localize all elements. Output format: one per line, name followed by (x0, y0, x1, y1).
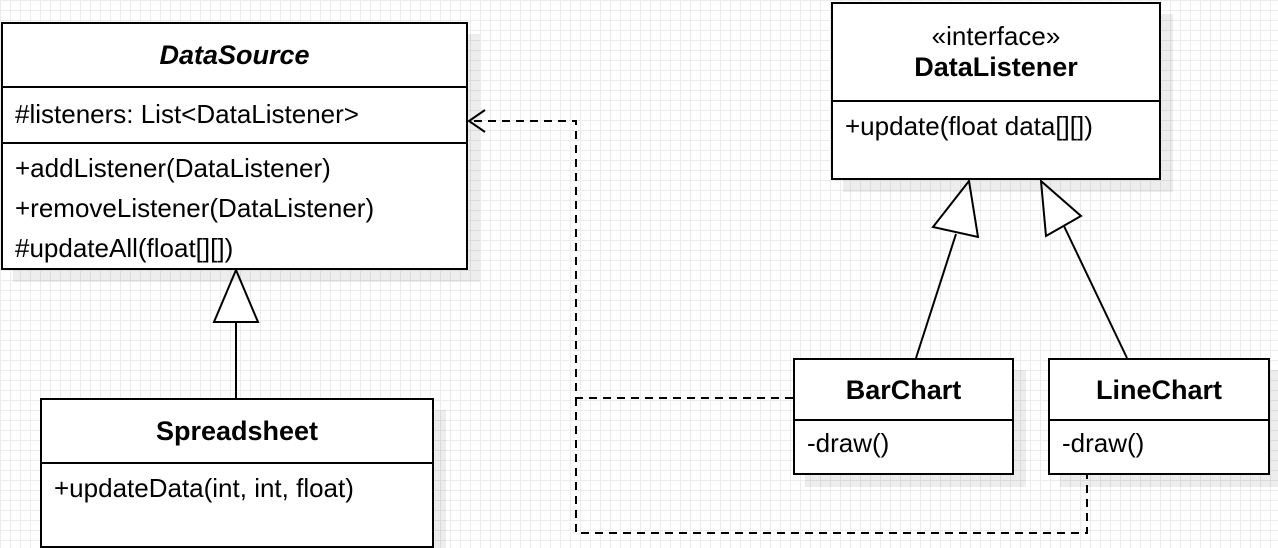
method-draw-linechart: -draw() (1062, 428, 1145, 458)
method-draw-barchart: -draw() (807, 428, 890, 458)
class-spreadsheet-header: Spreadsheet (42, 400, 432, 462)
dependency-line-charts (470, 120, 1088, 534)
class-barchart-header: BarChart (795, 360, 1012, 419)
method-addlistener: +addListener(DataListener) (15, 153, 331, 183)
attribute-listeners: #listeners: List<DataListener> (15, 99, 359, 129)
class-barchart[interactable]: BarChart -draw() (793, 358, 1014, 475)
class-linechart-header: LineChart (1050, 360, 1268, 419)
realization-line-linechart (1062, 223, 1128, 359)
class-datalistener-name: DataListener (914, 52, 1078, 82)
class-linechart[interactable]: LineChart -draw() (1048, 358, 1270, 475)
class-datalistener-methods: +update(float data[][]) (833, 100, 1159, 178)
realization-line-barchart (915, 233, 957, 359)
class-datalistener[interactable]: «interface» DataListener +update(float d… (831, 2, 1161, 180)
class-datalistener-header: «interface» DataListener (833, 4, 1159, 100)
class-datasource[interactable]: DataSource #listeners: List<DataListener… (1, 22, 468, 270)
class-linechart-methods: -draw() (1050, 419, 1268, 473)
class-spreadsheet[interactable]: Spreadsheet +updateData(int, int, float) (40, 398, 434, 548)
method-updateall: #updateAll(float[][]) (15, 233, 234, 263)
method-removelistener: +removeListener(DataListener) (15, 193, 375, 223)
class-datasource-methods: +addListener(DataListener) +removeListen… (3, 142, 466, 268)
generalization-arrowhead-datasource (212, 267, 260, 323)
method-updatedata: +updateData(int, int, float) (54, 473, 354, 503)
class-spreadsheet-name: Spreadsheet (155, 416, 319, 446)
class-barchart-methods: -draw() (795, 419, 1012, 473)
realization-arrowhead-linechart (1039, 178, 1083, 238)
class-datasource-name: DataSource (159, 40, 310, 70)
interface-stereotype: «interface» (931, 21, 1061, 51)
dependency-arrowhead-datasource (467, 109, 486, 133)
class-datasource-header: DataSource (3, 24, 466, 86)
class-spreadsheet-methods: +updateData(int, int, float) (42, 462, 432, 546)
class-barchart-name: BarChart (845, 374, 962, 405)
class-datasource-attributes: #listeners: List<DataListener> (3, 86, 466, 142)
class-linechart-name: LineChart (1095, 374, 1222, 405)
realization-arrowhead-barchart (931, 178, 980, 239)
method-update: +update(float data[][]) (845, 111, 1093, 141)
